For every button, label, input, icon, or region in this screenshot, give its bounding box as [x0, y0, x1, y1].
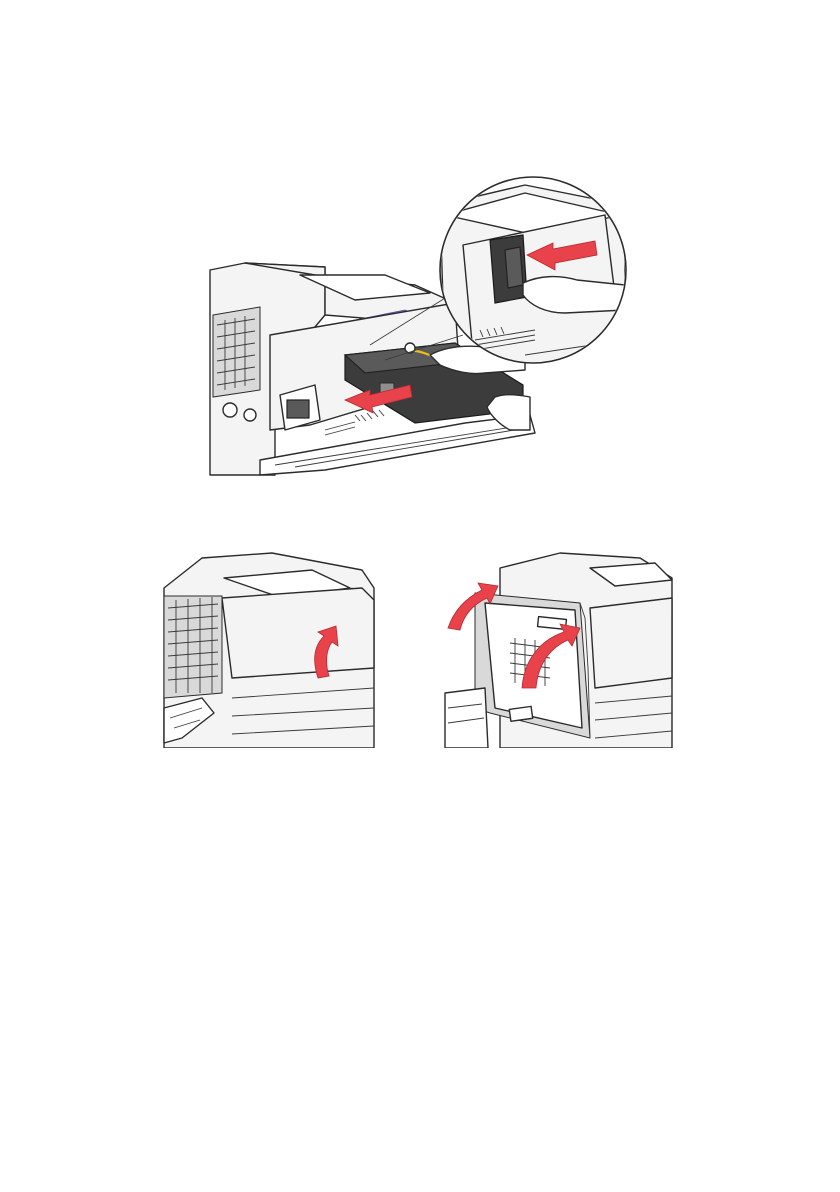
- printer-body-left-view: [164, 553, 374, 748]
- printer-cartridge-insert-illustration: [205, 175, 630, 480]
- printer-side-door-illustration: [440, 548, 675, 748]
- printer-top-cover-illustration: [162, 548, 378, 748]
